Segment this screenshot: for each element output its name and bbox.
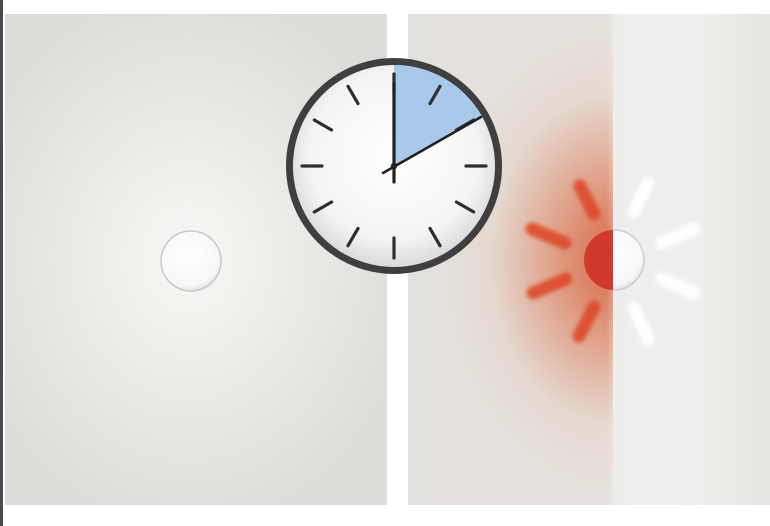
clock-center-pin: [391, 163, 397, 169]
left-round-button-icon: [161, 231, 221, 291]
right-round-button-icon: [584, 230, 644, 290]
clock-icon: [286, 58, 502, 274]
